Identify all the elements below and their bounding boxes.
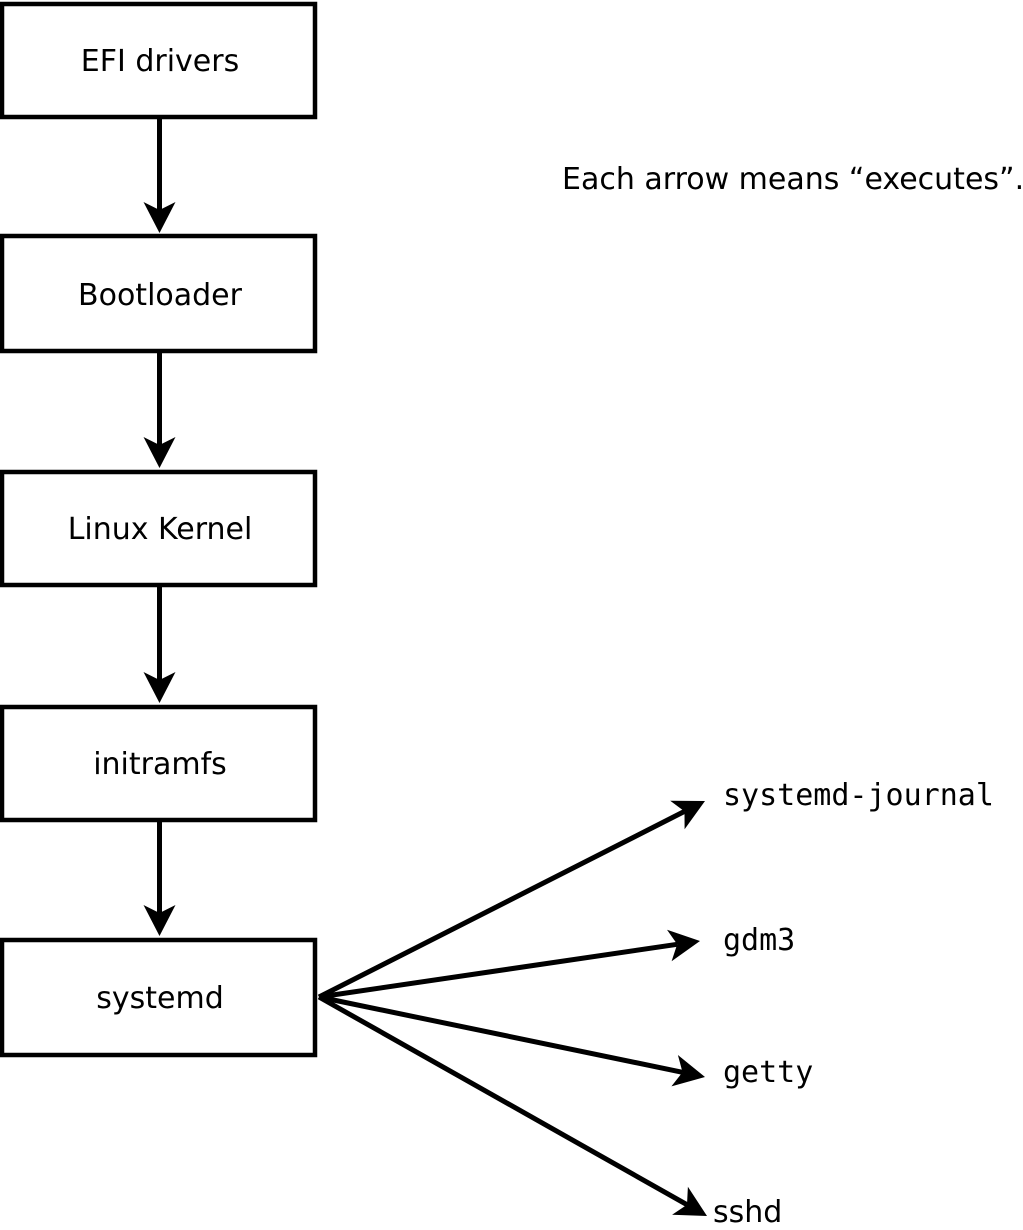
arrow-shaft bbox=[317, 994, 689, 1207]
node-linux-kernel: Linux Kernel bbox=[0, 469, 318, 588]
arrow-efi-to-bootloader bbox=[143, 117, 176, 233]
node-bootloader: Bootloader bbox=[0, 233, 318, 354]
arrow-systemd-to-gdm3 bbox=[318, 929, 700, 1000]
arrowhead-down-icon bbox=[143, 672, 176, 703]
node-bootloader-label: Bootloader bbox=[78, 278, 243, 313]
node-systemd: systemd bbox=[0, 937, 318, 1058]
node-linux-kernel-label: Linux Kernel bbox=[68, 512, 253, 547]
node-initramfs-label: initramfs bbox=[93, 747, 227, 782]
arrow-kernel-to-initramfs bbox=[143, 585, 176, 703]
label-gdm3: gdm3 bbox=[723, 923, 795, 958]
node-efi-drivers: EFI drivers bbox=[0, 1, 318, 120]
arrowhead-right-icon bbox=[671, 1055, 705, 1087]
node-efi-drivers-label: EFI drivers bbox=[81, 44, 239, 79]
node-efi-drivers-box bbox=[0, 1, 318, 120]
arrowhead-down-icon bbox=[143, 905, 176, 936]
node-systemd-box bbox=[0, 937, 318, 1058]
arrow-systemd-to-getty bbox=[318, 994, 705, 1087]
arrow-initramfs-to-systemd bbox=[143, 820, 176, 936]
node-initramfs-box bbox=[0, 704, 318, 823]
arrow-systemd-to-journal bbox=[317, 800, 705, 1000]
arrow-shaft bbox=[318, 941, 678, 1000]
arrow-bootloader-to-kernel bbox=[143, 351, 176, 468]
arrowhead-down-icon bbox=[143, 437, 176, 468]
label-getty: getty bbox=[723, 1055, 813, 1090]
arrowhead-right-icon bbox=[670, 800, 705, 830]
arrow-shaft bbox=[318, 994, 684, 1075]
label-sshd: sshd bbox=[713, 1195, 782, 1230]
caption-arrow-meaning: Each arrow means “executes”. bbox=[562, 162, 1023, 197]
arrowhead-right-icon bbox=[667, 929, 700, 962]
arrowhead-right-icon bbox=[672, 1186, 707, 1216]
arrow-shaft bbox=[317, 809, 686, 1000]
arrowhead-down-icon bbox=[143, 202, 176, 233]
node-bootloader-box bbox=[0, 233, 318, 354]
node-systemd-label: systemd bbox=[96, 981, 224, 1016]
label-systemd-journal: systemd-journal bbox=[723, 778, 994, 813]
node-initramfs: initramfs bbox=[0, 704, 318, 823]
arrow-systemd-to-sshd bbox=[317, 994, 707, 1216]
